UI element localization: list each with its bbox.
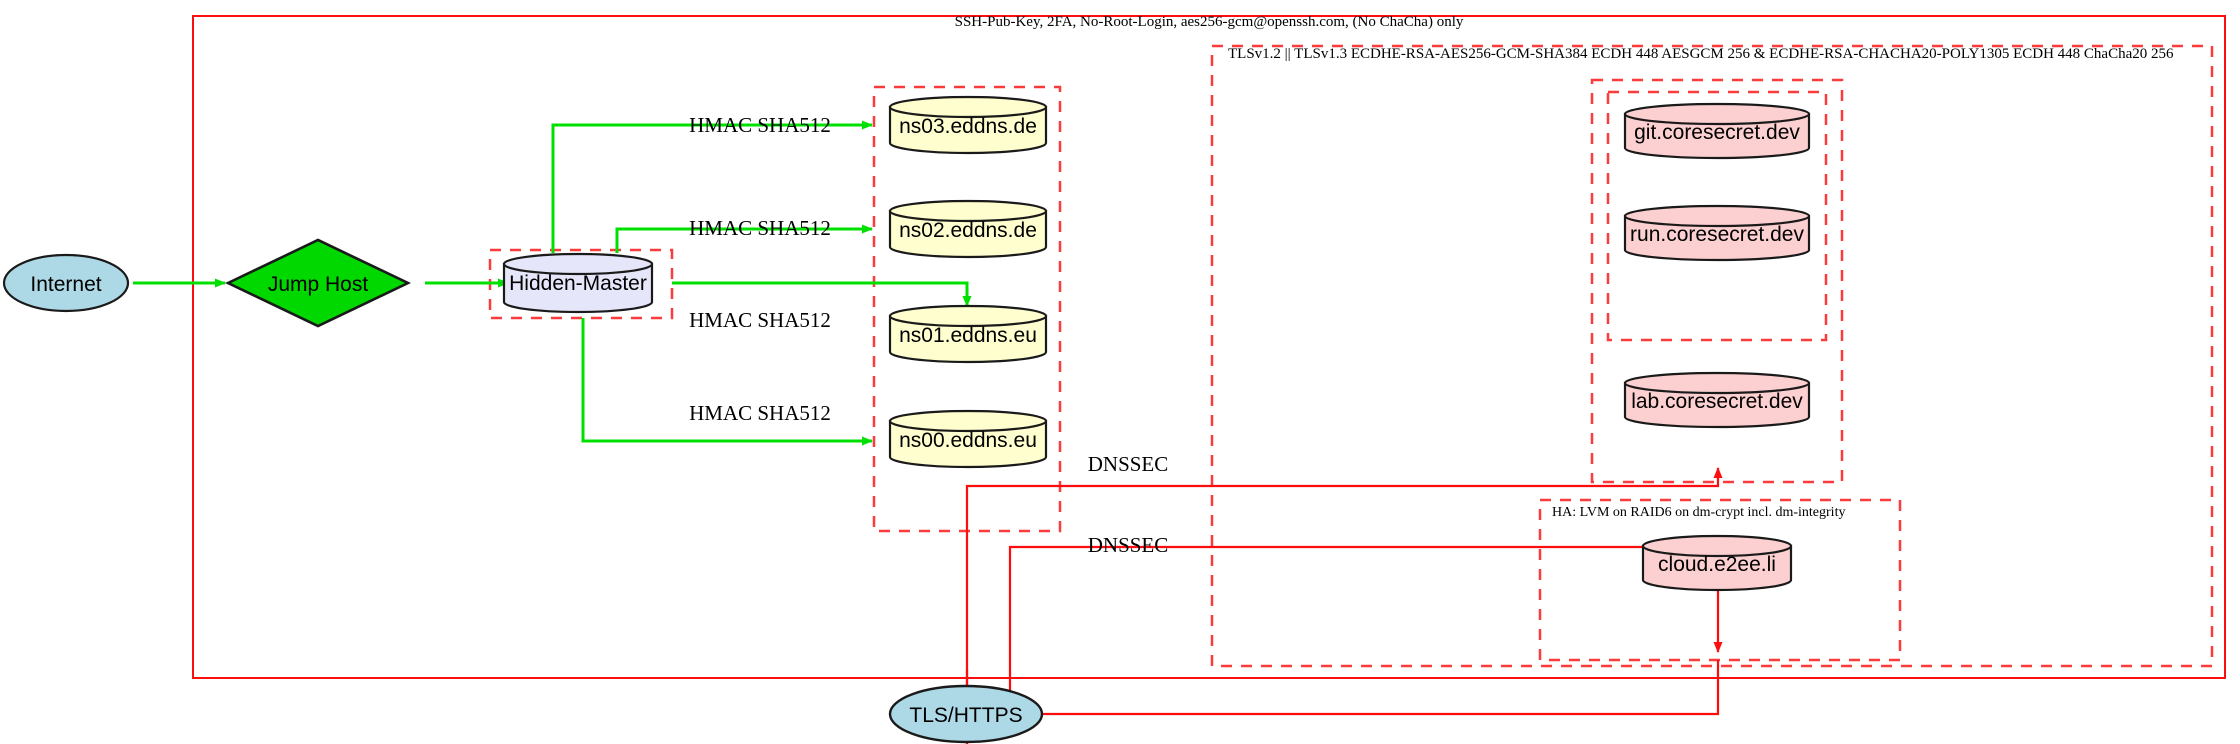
lab-cylinder-body[interactable] <box>1623 381 1811 429</box>
ns02-cylinder-top[interactable] <box>888 199 1048 223</box>
node-lab-coresecret[interactable]: lab.coresecret.dev <box>1623 371 1811 429</box>
run-label: run.coresecret.dev <box>1630 223 1804 246</box>
lab-cylinder-top[interactable] <box>1623 371 1811 395</box>
ns01-label: ns01.eddns.eu <box>899 324 1037 347</box>
node-hidden-master[interactable]: Hidden-Master <box>502 252 654 314</box>
ns03-cylinder-body[interactable] <box>888 105 1048 155</box>
lab-label: lab.coresecret.dev <box>1631 390 1803 413</box>
run-cylinder-body[interactable] <box>1623 214 1811 262</box>
ssh-container-border <box>192 15 2226 679</box>
tls-https-ellipse[interactable] <box>888 684 1044 744</box>
run-cylinder-top[interactable] <box>1623 204 1811 228</box>
node-tls-https[interactable]: TLS/HTTPS <box>888 684 1044 744</box>
link-master-to-ns02 <box>615 224 873 253</box>
tls-cluster-border <box>1210 44 2214 668</box>
ns01-cylinder-top[interactable] <box>888 304 1048 328</box>
git-cylinder-body[interactable] <box>1623 112 1811 160</box>
ns03-label: ns03.eddns.de <box>899 115 1037 138</box>
ns02-label: ns02.eddns.de <box>899 219 1037 242</box>
node-ns02[interactable]: ns02.eddns.de <box>888 199 1048 259</box>
jump-host-diamond[interactable] <box>224 238 412 328</box>
node-run-coresecret[interactable]: run.coresecret.dev <box>1623 204 1811 262</box>
coresecret-cluster-border <box>1590 78 1844 484</box>
tls-cluster-title: TLSv1.2 || TLSv1.3 ECDHE-RSA-AES256-GCM-… <box>1228 46 2174 62</box>
ns03-cylinder-top[interactable] <box>888 95 1048 119</box>
ns00-cylinder-body[interactable] <box>888 419 1048 469</box>
node-ns00[interactable]: ns00.eddns.eu <box>888 409 1048 469</box>
internet-label: Internet <box>30 273 101 296</box>
edge-labels: HMAC SHA512 HMAC SHA512 HMAC SHA512 HMAC… <box>689 113 1168 557</box>
git-cylinder-top[interactable] <box>1623 102 1811 126</box>
git-label: git.coresecret.dev <box>1634 121 1800 144</box>
node-cloud-e2ee[interactable]: cloud.e2ee.li <box>1641 534 1793 592</box>
node-git-coresecret[interactable]: git.coresecret.dev <box>1623 102 1811 160</box>
edge-label-hmac-ns03: HMAC SHA512 <box>689 113 831 137</box>
node-internet[interactable]: Internet <box>2 253 130 313</box>
tls-https-label: TLS/HTTPS <box>909 704 1022 727</box>
node-jump-host[interactable]: Jump Host <box>224 238 412 328</box>
link-dnssec-upper <box>965 467 1723 744</box>
cloud-label: cloud.e2ee.li <box>1658 553 1776 576</box>
ssh-container: SSH-Pub-Key, 2FA, No-Root-Login, aes256-… <box>192 14 2226 679</box>
ha-cluster-title: HA: LVM on RAID6 on dm-crypt incl. dm-in… <box>1552 505 1845 520</box>
edge-label-hmac-ns00: HMAC SHA512 <box>689 401 831 425</box>
ha-cluster: HA: LVM on RAID6 on dm-crypt incl. dm-in… <box>1538 498 1902 662</box>
red-links <box>965 467 1723 744</box>
green-links <box>133 120 972 446</box>
cloud-cylinder-body[interactable] <box>1641 544 1793 592</box>
node-ns01[interactable]: ns01.eddns.eu <box>888 304 1048 364</box>
link-master-to-ns00 <box>581 318 873 446</box>
edge-label-dnssec-upper: DNSSEC <box>1088 452 1169 476</box>
coresecret-inner-cluster-border <box>1606 90 1828 342</box>
link-master-to-ns01 <box>672 281 972 307</box>
ha-cluster-border <box>1538 498 1902 662</box>
link-dnssec-lower <box>1008 545 1723 704</box>
edge-label-hmac-ns01: HMAC SHA512 <box>689 308 831 332</box>
hidden-master-label: Hidden-Master <box>509 272 647 295</box>
ns02-cylinder-body[interactable] <box>888 209 1048 259</box>
edge-label-hmac-ns02: HMAC SHA512 <box>689 216 831 240</box>
node-ns03[interactable]: ns03.eddns.de <box>888 95 1048 155</box>
jump-host-label: Jump Host <box>268 273 369 296</box>
cloud-cylinder-top[interactable] <box>1641 534 1793 558</box>
hidden-master-cylinder-body[interactable] <box>502 262 654 314</box>
internet-ellipse[interactable] <box>2 253 130 313</box>
link-tls-https-run <box>1040 660 1720 716</box>
coresecret-cluster <box>1590 78 1844 484</box>
ns00-label: ns00.eddns.eu <box>899 429 1037 452</box>
ns01-cylinder-body[interactable] <box>888 314 1048 364</box>
link-master-to-ns03 <box>551 120 873 253</box>
ssh-container-title: SSH-Pub-Key, 2FA, No-Root-Login, aes256-… <box>955 14 1464 30</box>
ns00-cylinder-top[interactable] <box>888 409 1048 433</box>
edge-label-dnssec-lower: DNSSEC <box>1088 533 1169 557</box>
hidden-master-cylinder-top[interactable] <box>502 252 654 276</box>
tls-cluster: TLSv1.2 || TLSv1.3 ECDHE-RSA-AES256-GCM-… <box>1210 44 2214 668</box>
